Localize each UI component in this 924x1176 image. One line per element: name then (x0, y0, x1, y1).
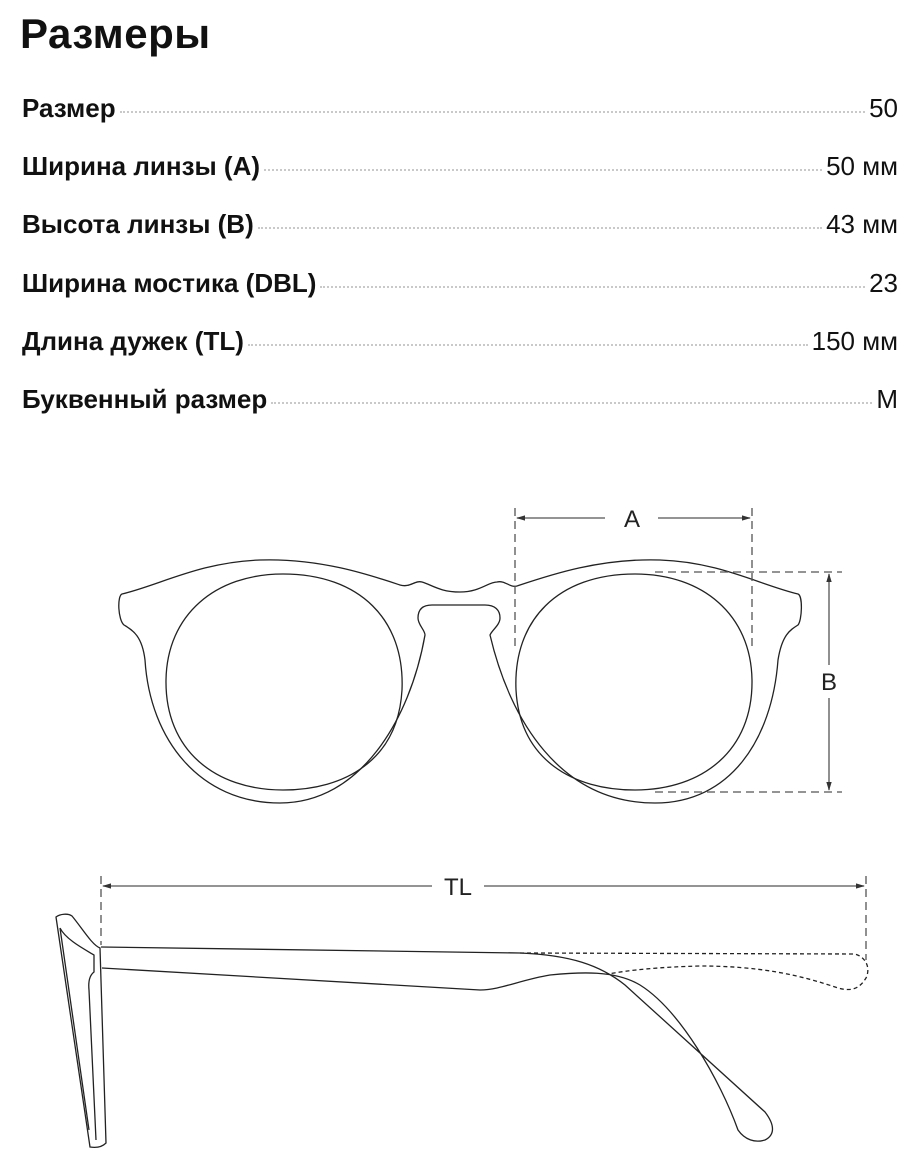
label-a: A (624, 506, 640, 533)
spec-row-lens-width: Ширина линзы (A) 50 мм (22, 151, 898, 209)
left-lens (165, 573, 403, 791)
spec-label: Длина дужек (TL) (22, 325, 244, 356)
side-view-glasses-icon (55, 913, 869, 1149)
temple-straight-dashed (519, 952, 869, 991)
dot-leader (271, 401, 873, 404)
spec-row-lens-height: Высота линзы (B) 43 мм (22, 209, 898, 267)
spec-value: M (876, 383, 898, 414)
spec-row-temple-length: Длина дужек (TL) 150 мм (22, 326, 898, 384)
label-b: B (821, 669, 837, 696)
dot-leader (320, 285, 866, 288)
dimension-tl (100, 876, 867, 960)
spec-value: 50 мм (826, 151, 898, 182)
spec-label: Высота линзы (B) (22, 209, 254, 240)
spec-row-bridge-width: Ширина мостика (DBL) 23 (22, 268, 898, 326)
dot-leader (257, 227, 823, 230)
dot-leader (119, 111, 866, 113)
front-view-glasses-icon (118, 559, 803, 804)
right-lens (515, 573, 753, 791)
spec-label: Ширина мостика (DBL) (22, 267, 317, 298)
dimension-a (514, 508, 753, 650)
spec-value: 150 мм (811, 325, 898, 356)
spec-row-size: Размер 50 (22, 93, 898, 151)
spec-label: Ширина линзы (A) (22, 151, 261, 182)
front-frame-outline (118, 559, 803, 804)
temple-arm (100, 946, 774, 1142)
spec-value: 43 мм (826, 209, 898, 240)
spec-label: Буквенный размер (22, 383, 268, 414)
label-tl: TL (444, 874, 472, 901)
spec-value: 50 (869, 93, 898, 123)
dimension-b (655, 571, 842, 793)
dot-leader (247, 343, 808, 346)
side-front-inner (59, 927, 97, 1141)
spec-label: Размер (22, 93, 116, 123)
page-title: Размеры (20, 10, 211, 57)
size-spec-list: Размер 50 Ширина линзы (A) 50 мм Высота ли… (22, 93, 898, 442)
spec-value: 23 (869, 267, 898, 298)
dot-leader (264, 169, 823, 172)
spec-row-letter-size: Буквенный размер M (22, 384, 898, 442)
side-front-frame (55, 913, 107, 1149)
